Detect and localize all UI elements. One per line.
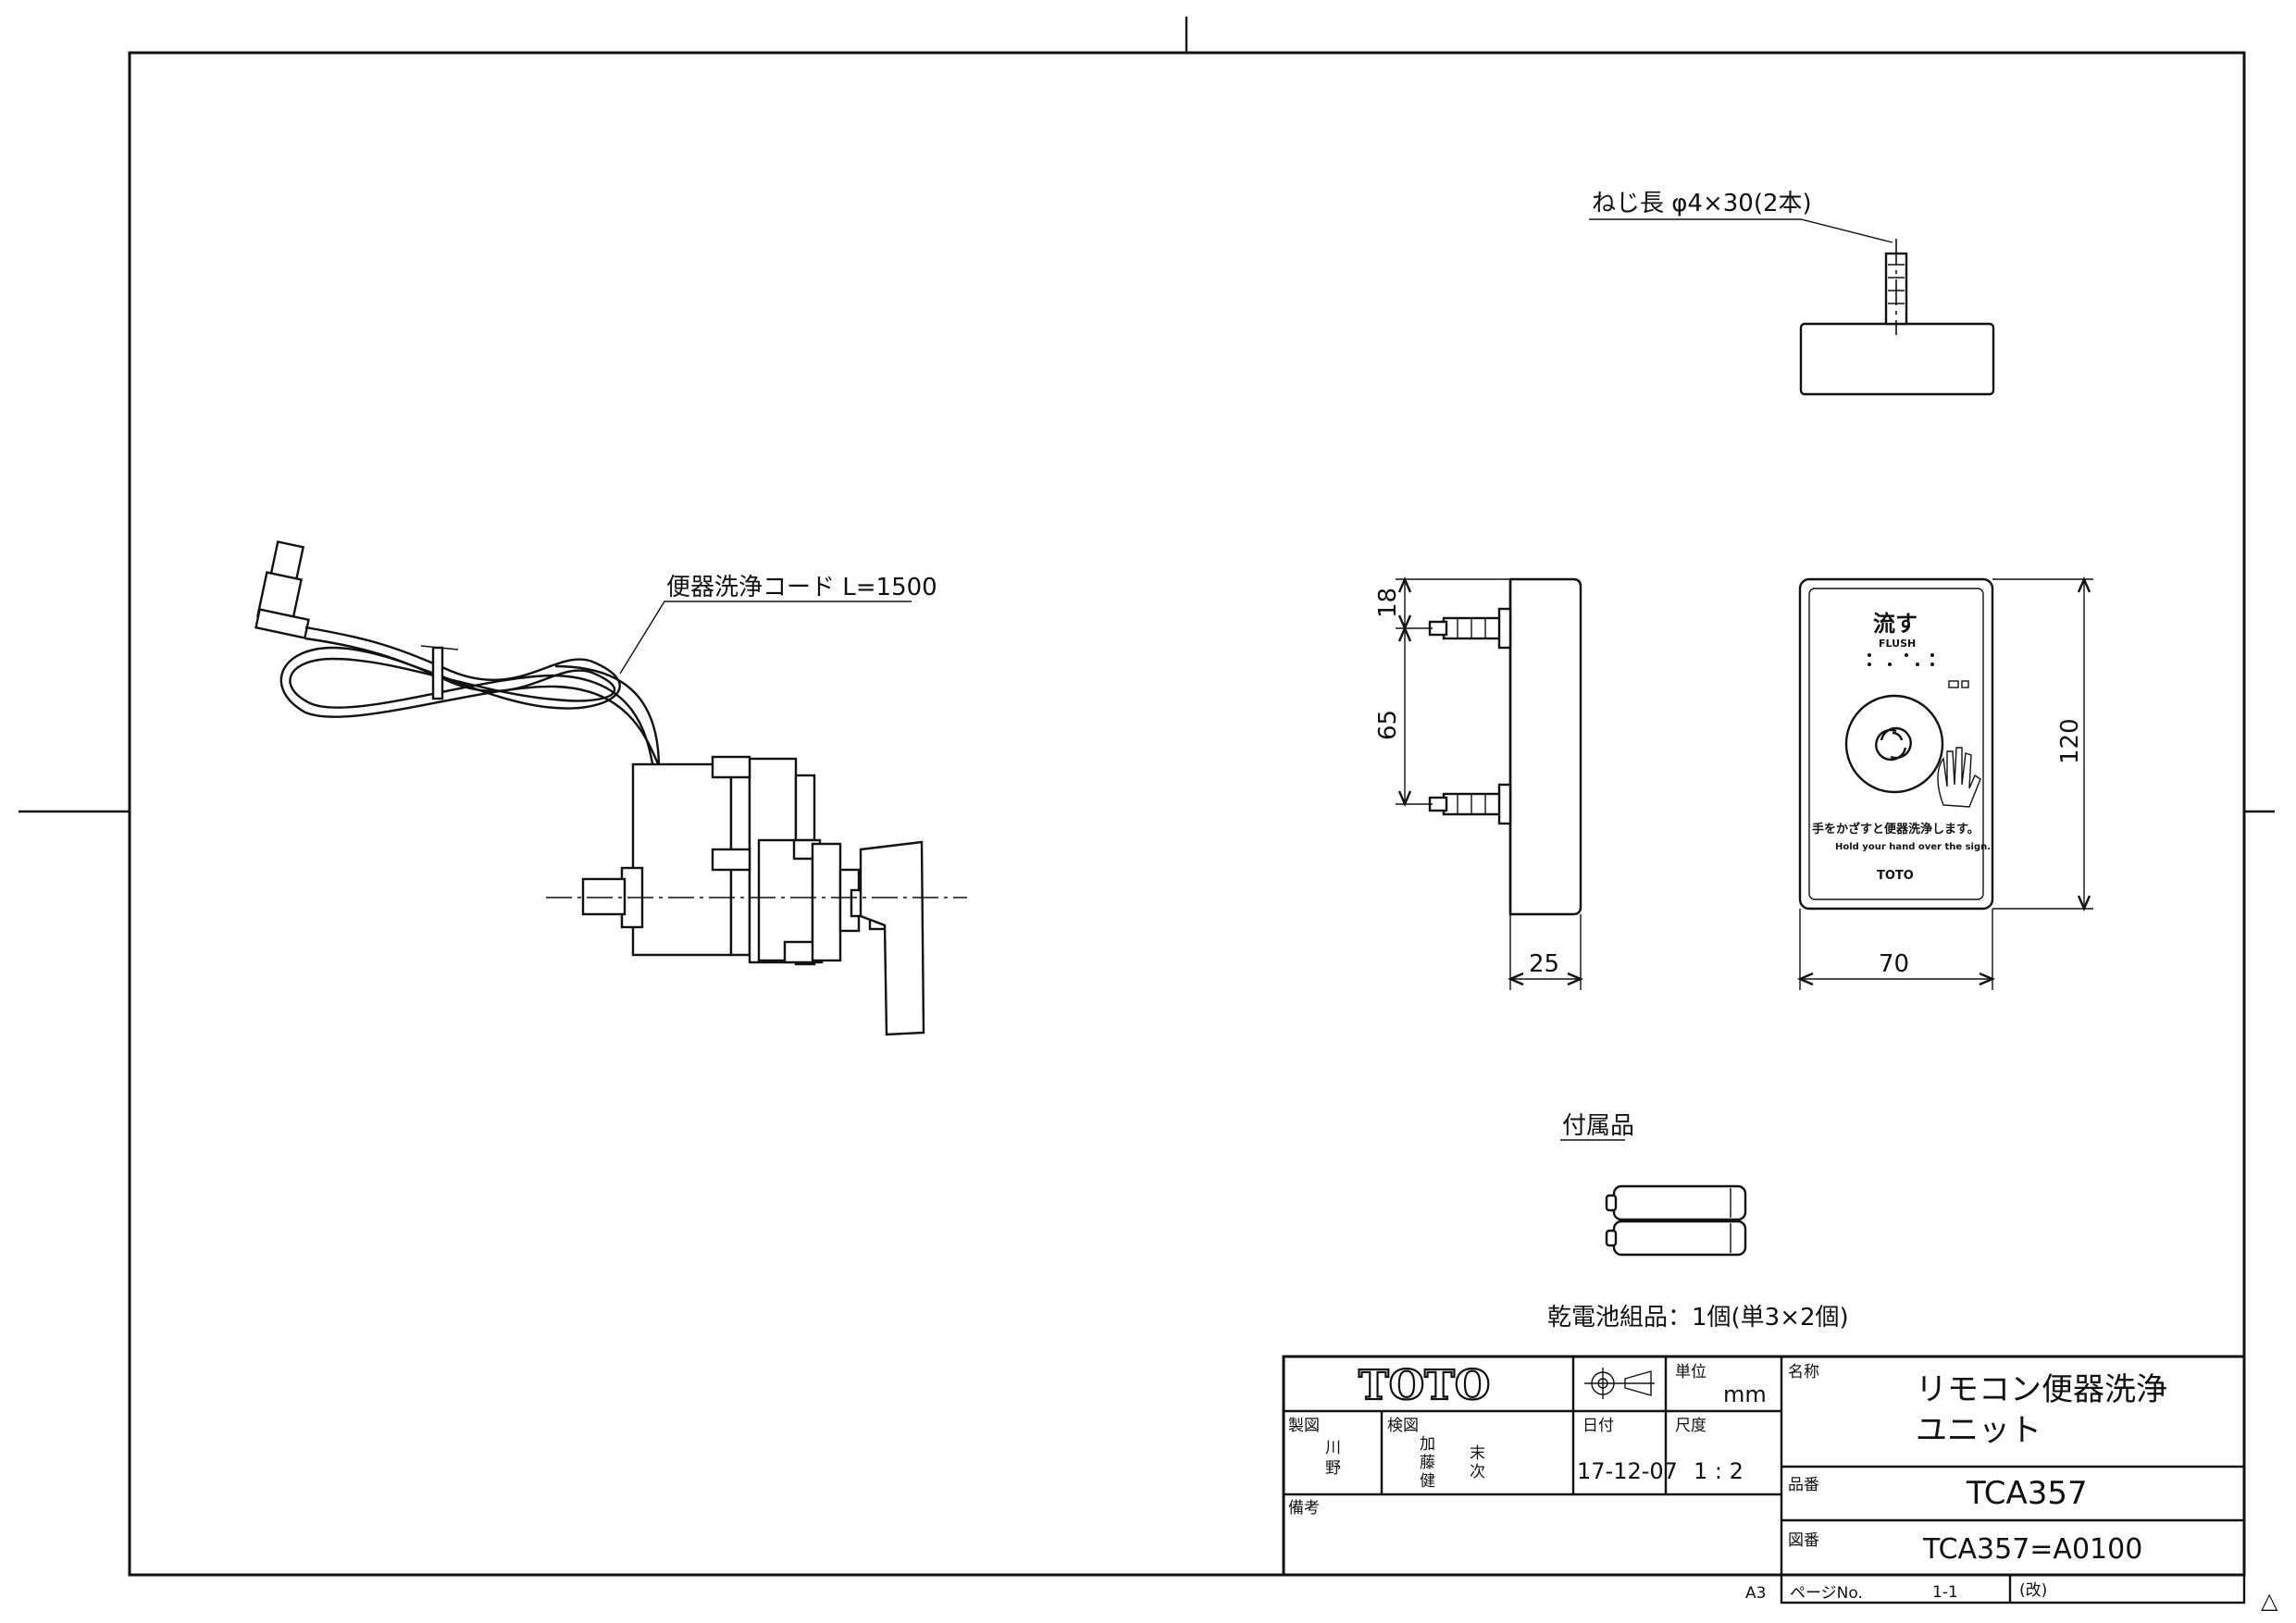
- battery-pack-icon: [1605, 1184, 1747, 1257]
- scale-value: 1 : 2: [1694, 1458, 1744, 1484]
- screw-label: ねじ長 φ4×30(2本): [1592, 190, 1812, 217]
- remote-side-view: 18 65 25: [1374, 576, 1584, 990]
- dim-depth-top: 18: [1374, 588, 1402, 618]
- flush-valve-unit: 便器洗浄コード L=1500: [254, 540, 967, 1036]
- checked-by-4: 末: [1470, 1444, 1485, 1463]
- sensor-circle: [1844, 694, 1944, 794]
- panel-brand: TOTO: [1877, 869, 1914, 883]
- panel-label-jp: 流す: [1873, 611, 1917, 637]
- name-line-2: ユニット: [1916, 1412, 2042, 1449]
- toto-logo: TOTO: [1359, 1362, 1490, 1409]
- panel-instruction-en: Hold your hand over the sign.: [1835, 842, 1991, 852]
- drawn-by-1: 川: [1325, 1439, 1341, 1457]
- battery-label: 乾電池組品：1個(単3×2個): [1547, 1304, 1849, 1332]
- checked-by-1: 加: [1420, 1435, 1435, 1454]
- accessory-title: 付属品: [1562, 1112, 1634, 1140]
- product-value: TCA357: [1966, 1475, 2088, 1512]
- drawing-number-value: TCA357=A0100: [1922, 1533, 2142, 1566]
- dim-width: 70: [1879, 950, 1909, 978]
- dim-screw-pitch: 65: [1374, 710, 1402, 740]
- checked-label: 検図: [1387, 1417, 1419, 1435]
- product-label: 品番: [1788, 1476, 1819, 1494]
- page-label: ページNo.: [1790, 1584, 1863, 1603]
- name-line-1: リモコン便器洗浄: [1916, 1371, 2167, 1408]
- sensor-swirl-icon: [1875, 726, 1912, 762]
- revision-label: (改): [2019, 1581, 2047, 1600]
- cord-plug: [254, 540, 310, 639]
- paper-size: A3: [1745, 1584, 1766, 1603]
- remarks-label: 備考: [1288, 1499, 1320, 1518]
- panel-instruction-jp: 手をかざすと便器洗浄します。: [1812, 822, 1980, 836]
- checked-by-5: 次: [1470, 1463, 1485, 1481]
- panel-label-en: FLUSH: [1879, 638, 1916, 650]
- lever-handle: [859, 840, 925, 1036]
- unit-label: 単位: [1675, 1363, 1706, 1381]
- page-value: 1-1: [1932, 1583, 1958, 1602]
- scale-label: 尺度: [1675, 1417, 1706, 1435]
- projection-symbol-icon: [1584, 1368, 1655, 1399]
- drawn-label: 製図: [1288, 1417, 1320, 1435]
- dim-height: 120: [2056, 718, 2084, 764]
- name-label: 名称: [1788, 1363, 1819, 1381]
- date-value: 17-12-07: [1577, 1458, 1678, 1484]
- checked-by-3: 健: [1420, 1472, 1435, 1491]
- hand-icon: [1937, 747, 1981, 808]
- flush-cord: [279, 626, 668, 780]
- drawn-by-2: 野: [1325, 1459, 1341, 1478]
- accessories: 付属品 乾電池組品：1個(単3×2個): [1547, 1112, 1849, 1332]
- revision-mark: △: [2261, 1588, 2278, 1614]
- checked-by-2: 藤: [1420, 1454, 1435, 1472]
- remote-front-view: 流す FLUSH 手をかざすと便器洗浄します。 Hold your hand o…: [1796, 576, 2093, 990]
- cord-label: 便器洗浄コード L=1500: [666, 574, 937, 601]
- title-block: TOTO 単位 mm 製図 川 野 検図 加 藤 健 末 次 日付 17-12-…: [1282, 1355, 2278, 1614]
- drawing-number-label: 図番: [1788, 1531, 1819, 1550]
- dim-depth: 25: [1529, 950, 1559, 978]
- unit-value: mm: [1723, 1381, 1767, 1407]
- date-label: 日付: [1582, 1417, 1614, 1435]
- remote-top-view: ねじ長 φ4×30(2本): [1589, 190, 1995, 396]
